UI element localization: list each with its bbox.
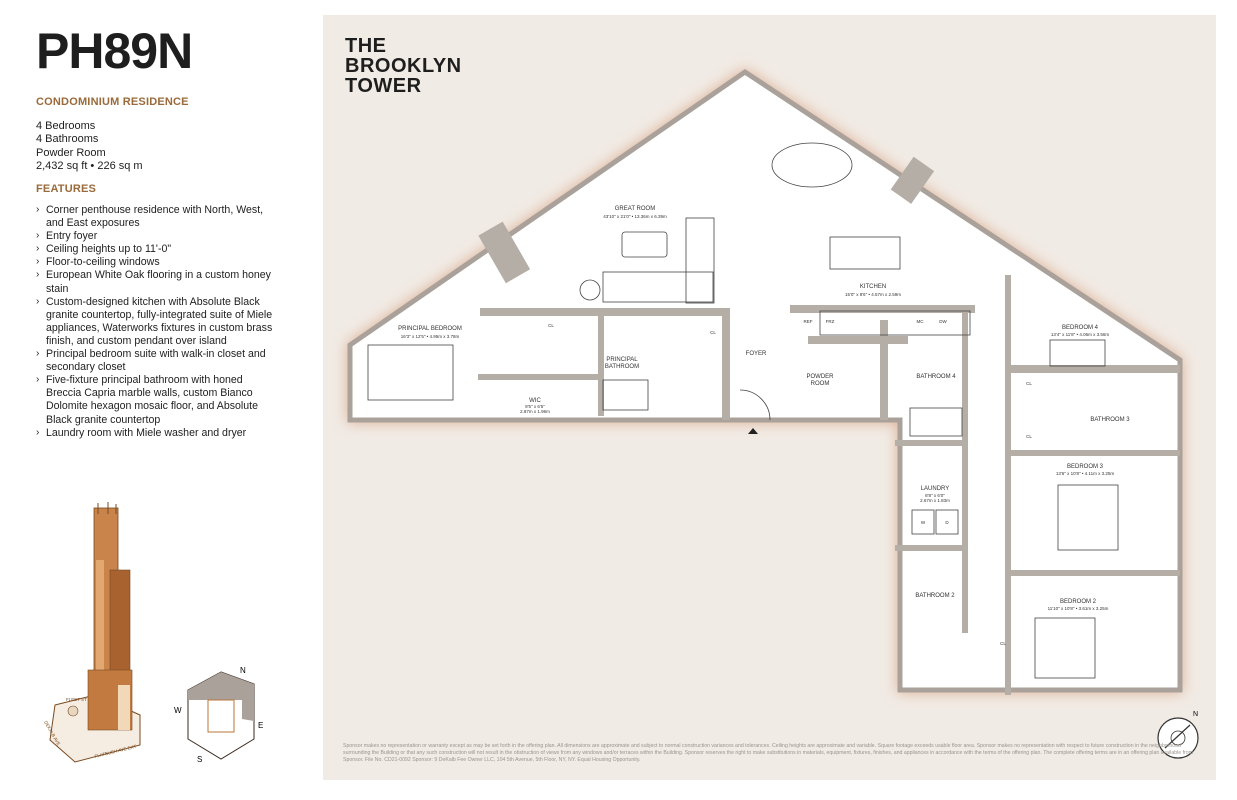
room-dims: 15'0" x 8'6" • 4.57m x 2.59m [845, 292, 901, 297]
tower-illustration: FLEET ST DEKALB AVE FLATBUSH AVE EXT N W… [43, 502, 263, 764]
room-label: WIC [529, 398, 541, 404]
room-dims: 13'4" x 11'8" • 4.06m x 3.56m [1051, 332, 1109, 337]
bedrooms-count: 4 Bedrooms [36, 120, 96, 132]
room-dims: 43'10" x 21'0" • 13.36m x 6.39m [603, 214, 667, 219]
keyplan-south: S [197, 755, 202, 764]
room-label: POWDER [807, 374, 835, 380]
bathrooms-count: 4 Bathrooms [36, 133, 99, 146]
closet-label: CL [548, 323, 554, 328]
room-label: LAUNDRY [921, 486, 950, 492]
room-dims: 2.67m x 1.83m [920, 498, 950, 503]
room-label: BATHROOM 3 [1090, 417, 1130, 423]
feature-item: European White Oak flooring in a custom … [36, 268, 276, 295]
brand-line: BROOKLYN [345, 55, 462, 77]
area: 2,432 sq ft • 226 sq m [36, 159, 143, 172]
closet-label: CL [710, 330, 716, 335]
appliance-label: D [945, 520, 949, 525]
powder-room: Powder Room [36, 146, 106, 159]
room-label: BATHROOM [605, 364, 639, 370]
room-dims: 8'8" x 6'0" [925, 493, 945, 498]
feature-item: Entry foyer [36, 229, 276, 243]
features-list: Corner penthouse residence with North, W… [36, 203, 276, 440]
room-dims: 9'5" x 6'5" [525, 404, 545, 409]
room-dims: 2.87m x 1.96m [520, 409, 550, 414]
feature-item: Principal bedroom suite with walk-in clo… [36, 347, 276, 374]
room-label: PRINCIPAL [606, 357, 638, 363]
room-label: GREAT ROOM [615, 206, 655, 212]
room-label: PRINCIPAL BEDROOM [398, 326, 462, 332]
brand-line: THE [345, 35, 387, 57]
brand-logo: THE BROOKLYN TOWER [345, 36, 462, 96]
room-label: KITCHEN [860, 284, 886, 290]
closet-label: CL [1026, 381, 1032, 386]
unit-number: PH89N [36, 23, 193, 79]
appliance-label: DW [939, 319, 947, 324]
brand-line: TOWER [345, 75, 422, 97]
room-label: BATHROOM 4 [916, 374, 956, 380]
features-heading: FEATURES [36, 183, 97, 195]
entry-marker-icon [748, 428, 758, 434]
keyplan-west: W [174, 706, 182, 715]
residence-type: CONDOMINIUM RESIDENCE [36, 96, 189, 108]
room-dims: 11'10" x 10'8" • 3.61m x 3.25m [1048, 606, 1109, 611]
feature-item: Five-fixture principal bathroom with hon… [36, 373, 276, 426]
room-dims: 16'3" x 12'5" • 4.95m x 3.78m [401, 334, 460, 339]
feature-item: Ceiling heights up to 11'-0" [36, 242, 276, 256]
feature-item: Floor-to-ceiling windows [36, 255, 276, 269]
closet-label: CL [1026, 434, 1032, 439]
key-plan [187, 671, 255, 760]
room-label: BEDROOM 2 [1060, 599, 1097, 605]
interior-walls [478, 156, 1180, 695]
feature-item: Corner penthouse residence with North, W… [36, 203, 276, 230]
unit-outline [347, 68, 1183, 693]
compass-icon [1157, 717, 1199, 759]
tower-icon [49, 502, 141, 763]
appliance-label: W [921, 520, 926, 525]
room-dims: 13'6" x 10'8" • 4.11m x 3.25m [1056, 471, 1114, 476]
furniture [367, 142, 1119, 679]
unit-facts: 4 Bedrooms 4 Bathrooms Powder Room 2,432… [36, 120, 143, 173]
keyplan-north: N [240, 666, 246, 675]
appliance-label: MC [917, 319, 925, 324]
compass-north: N [1193, 711, 1198, 718]
feature-item: Custom-designed kitchen with Absolute Bl… [36, 295, 276, 348]
keyplan-east: E [258, 721, 263, 730]
room-label: ROOM [811, 381, 830, 387]
feature-item: Laundry room with Miele washer and dryer [36, 426, 276, 440]
room-label: BEDROOM 4 [1062, 325, 1099, 331]
street-label: FLEET ST [66, 697, 87, 702]
appliance-label: REF [804, 319, 813, 324]
room-label: BATHROOM 2 [915, 593, 955, 599]
closet-label: CL [1000, 641, 1006, 646]
room-label: FOYER [746, 351, 767, 357]
disclaimer: Sponsor makes no representation or warra… [343, 743, 1193, 763]
room-label: BEDROOM 3 [1067, 464, 1104, 470]
appliance-label: FRZ [826, 319, 835, 324]
